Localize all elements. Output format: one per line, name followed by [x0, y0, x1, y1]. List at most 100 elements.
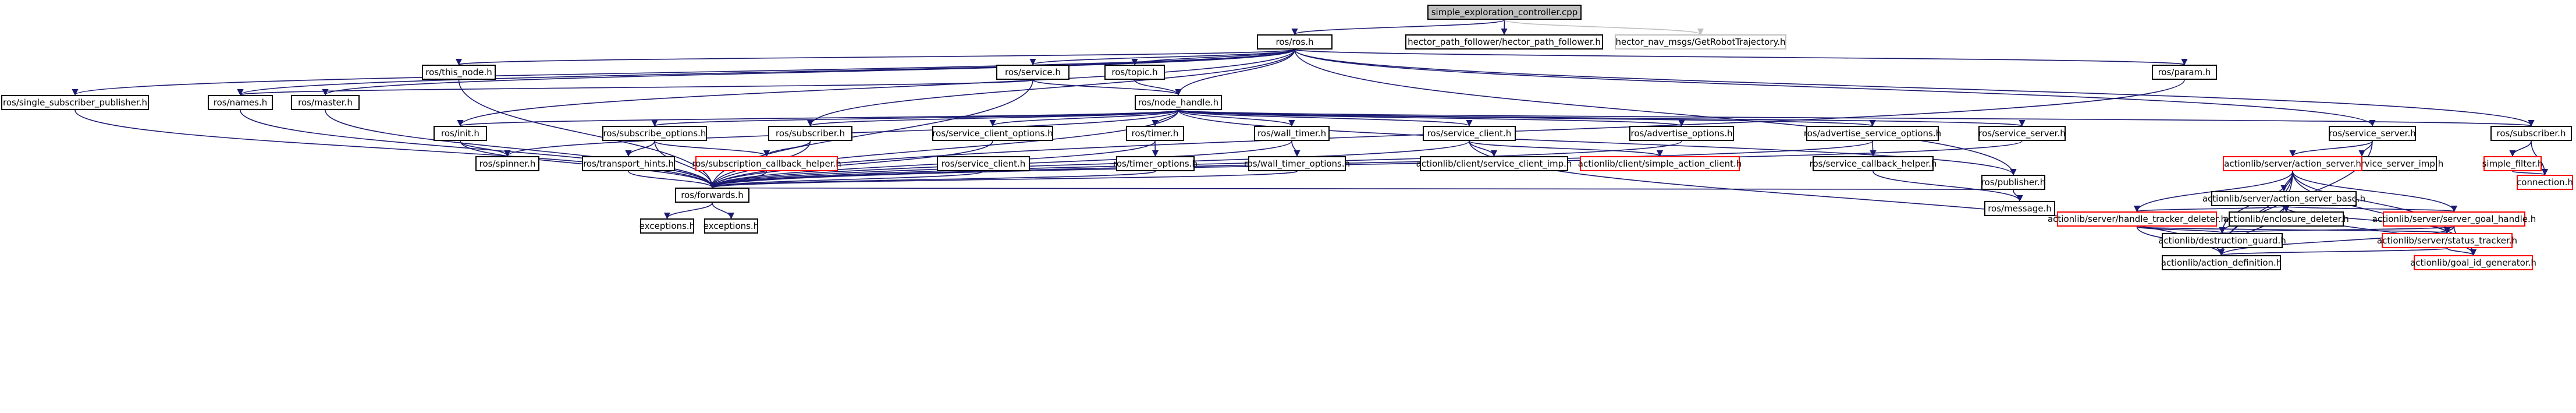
edge-n33-n38: [2013, 189, 2023, 202]
node-ros-names-h[interactable]: ros/names.h: [208, 95, 273, 110]
edge-n22-n34: [2358, 140, 2373, 157]
node-label: ros/spinner.h: [479, 158, 536, 169]
edge-n11-n23: [1178, 110, 2534, 127]
node-action-server-base-h[interactable]: actionlib/server/action_server_base.h: [2202, 191, 2365, 206]
node-label: exceptions.h: [639, 220, 695, 231]
node-server-goal-handle-h[interactable]: actionlib/server/server_goal_handle.h: [2372, 211, 2536, 227]
node-destruction-guard-h[interactable]: actionlib/destruction_guard.h: [2158, 233, 2286, 248]
node-label: actionlib/action_definition.h: [2161, 257, 2282, 268]
node-ros-service-callback-helper-h[interactable]: ros/service_callback_helper.h: [1810, 156, 1937, 171]
edge-n11-n12: [457, 110, 1179, 127]
edge-n19-n37: [709, 140, 1682, 189]
node-ros-wall-timer-options-h[interactable]: ros/wall_timer_options.h: [1244, 156, 1350, 171]
node-ros-ros-h[interactable]: ros/ros.h: [1257, 34, 1333, 50]
node-label: actionlib/server/server_goal_handle.h: [2372, 213, 2536, 224]
node-ros-service-server-h-right[interactable]: ros/service_server.h: [2329, 126, 2416, 141]
edge-n41-n46: [2283, 206, 2450, 234]
node-ros-advertise-service-options-h[interactable]: ros/advertise_service_options.h: [1804, 126, 1941, 141]
node-status-tracker-h[interactable]: actionlib/server/status_tracker.h: [2377, 233, 2517, 248]
node-label: ros/transport_hints.h: [583, 158, 674, 169]
node-label: ros/service.h: [1005, 66, 1061, 77]
node-ros-timer-h[interactable]: ros/timer.h: [1126, 126, 1184, 141]
node-label: ros/ros.h: [1275, 36, 1314, 47]
node-ros-advertise-options-h[interactable]: ros/advertise_options.h: [1629, 126, 1734, 141]
node-ros-subscriber-h[interactable]: ros/subscriber.h: [768, 126, 852, 141]
edge-n1-n11: [1175, 49, 1295, 96]
edge-n21-n37: [709, 140, 2023, 189]
edge-n28-n37: [709, 171, 1156, 189]
node-handle-tracker-deleter-h[interactable]: actionlib/server/handle_tracker_deleter.…: [2048, 211, 2226, 227]
node-ros-this-node-h[interactable]: ros/this_node.h: [422, 65, 496, 80]
edge-n11-n15: [989, 110, 1179, 127]
node-ros-timer-options-h[interactable]: ros/timer_options.h: [1113, 156, 1198, 171]
edge-n25-n37: [628, 171, 716, 189]
node-label: ros/init.h: [441, 128, 479, 139]
node-label: actionlib/server/status_tracker.h: [2376, 235, 2518, 246]
edge-n37-n40: [712, 202, 735, 220]
edge-n5-n9: [237, 79, 1033, 96]
node-ros-service-client-h-mid[interactable]: ros/service_client.h: [937, 156, 1030, 171]
edge-n1-n8: [72, 49, 1295, 96]
node-enclosure-deleter-h[interactable]: actionlib/enclosure_deleter.h: [2223, 211, 2349, 227]
node-connection-h[interactable]: connection.h: [2517, 175, 2573, 190]
node-ros-service-h[interactable]: ros/service.h: [996, 65, 1070, 80]
node-ros-node-handle-h[interactable]: ros/node_handle.h: [1135, 95, 1222, 110]
node-exceptions-h-left[interactable]: exceptions.h: [639, 218, 695, 234]
edge-n1-n12: [457, 49, 1295, 127]
node-subscription-callback-helper-h[interactable]: ros/subscription_callback_helper.h: [692, 156, 841, 171]
node-label: actionlib/enclosure_deleter.h: [2223, 213, 2349, 224]
edge-n42-n46: [2136, 226, 2450, 234]
edge-n1-n7: [1294, 49, 2187, 66]
node-ros-wall-timer-h[interactable]: ros/wall_timer.h: [1254, 126, 1330, 141]
node-ros-param-h[interactable]: ros/param.h: [2152, 65, 2217, 80]
node-ros-master-h[interactable]: ros/master.h: [291, 95, 360, 110]
node-ros-topic-h[interactable]: ros/topic.h: [1104, 65, 1165, 80]
node-simple-action-client-h[interactable]: actionlib/client/simple_action_client.h: [1577, 156, 1742, 171]
node-label: ros/service_client.h: [1427, 128, 1512, 139]
node-goal-id-generator-h[interactable]: actionlib/goal_id_generator.h: [2410, 255, 2536, 270]
node-exceptions-h-right[interactable]: exceptions.h: [703, 218, 759, 234]
edge-n1-n14: [807, 49, 1295, 127]
node-single-subscriber-publisher-h[interactable]: ros/single_subscriber_publisher.h: [1, 95, 149, 110]
node-ros-transport-hints-h[interactable]: ros/transport_hints.h: [582, 156, 675, 171]
node-simple-filter-h[interactable]: simple_filter.h: [2482, 156, 2543, 171]
node-label: ros/advertise_options.h: [1630, 128, 1733, 139]
node-label: ros/service_server.h: [2329, 128, 2416, 139]
node-ros-subscribe-options-h[interactable]: ros/subscribe_options.h: [602, 126, 707, 141]
edge-n17-n29: [1291, 140, 1301, 157]
node-publisher-h[interactable]: ros/publisher.h: [1981, 175, 2045, 190]
node-label: ros/master.h: [298, 97, 353, 108]
node-simple-exploration-controller-cpp[interactable]: simple_exploration_controller.cpp: [1427, 5, 1582, 20]
edge-n11-n19: [1178, 110, 1685, 127]
node-label: ros/service_client.h: [941, 158, 1026, 169]
edge-n13-n37: [654, 140, 716, 189]
node-ros-init-h[interactable]: ros/init.h: [434, 126, 487, 141]
node-ros-message-h[interactable]: ros/message.h: [1984, 201, 2055, 216]
forwards-node[interactable]: ros/forwards.h: [675, 188, 749, 203]
edge-n1-n23: [1294, 49, 2535, 127]
node-label: exceptions.h: [703, 220, 759, 231]
node-label: actionlib/client/simple_action_client.h: [1577, 158, 1742, 169]
edge-n6-n11: [1134, 79, 1182, 96]
edge-n18-n37: [709, 140, 1470, 189]
node-hector-path-follower-h[interactable]: hector_path_follower/hector_path_followe…: [1405, 34, 1603, 50]
edge-n18-n30: [1469, 140, 1498, 157]
node-ros-service-client-options-h[interactable]: ros/service_client_options.h: [932, 126, 1053, 141]
edge-n0-n1: [1291, 19, 1505, 36]
edge-n29-n37: [709, 171, 1298, 189]
node-action-definition-h[interactable]: actionlib/action_definition.h: [2161, 255, 2282, 270]
node-ros-service-client-h[interactable]: ros/service_client.h: [1423, 126, 1516, 141]
node-ros-spinner-h[interactable]: ros/spinner.h: [475, 156, 539, 171]
edge-n23-n36: [2509, 140, 2532, 157]
edge-n18-n31: [1469, 140, 1663, 157]
edge-n1-n33: [1294, 49, 2017, 176]
node-label: actionlib/destruction_guard.h: [2158, 235, 2286, 246]
action-server-node[interactable]: actionlib/server/action_server.h: [2223, 156, 2362, 171]
node-ros-subscriber-h-far[interactable]: ros/subscriber.h: [2490, 126, 2572, 141]
node-get-robot-trajectory-h[interactable]: hector_nav_msgs/GetRobotTrajectory.h: [1615, 34, 1786, 50]
node-label: simple_exploration_controller.cpp: [1431, 6, 1578, 17]
node-label: ros/topic.h: [1111, 66, 1158, 77]
node-service-client-imp-h[interactable]: actionlib/client/service_client_imp.h: [1416, 156, 1572, 171]
node-ros-service-server-h-left[interactable]: ros/service_server.h: [1978, 126, 2066, 141]
node-label: ros/subscriber.h: [776, 128, 845, 139]
